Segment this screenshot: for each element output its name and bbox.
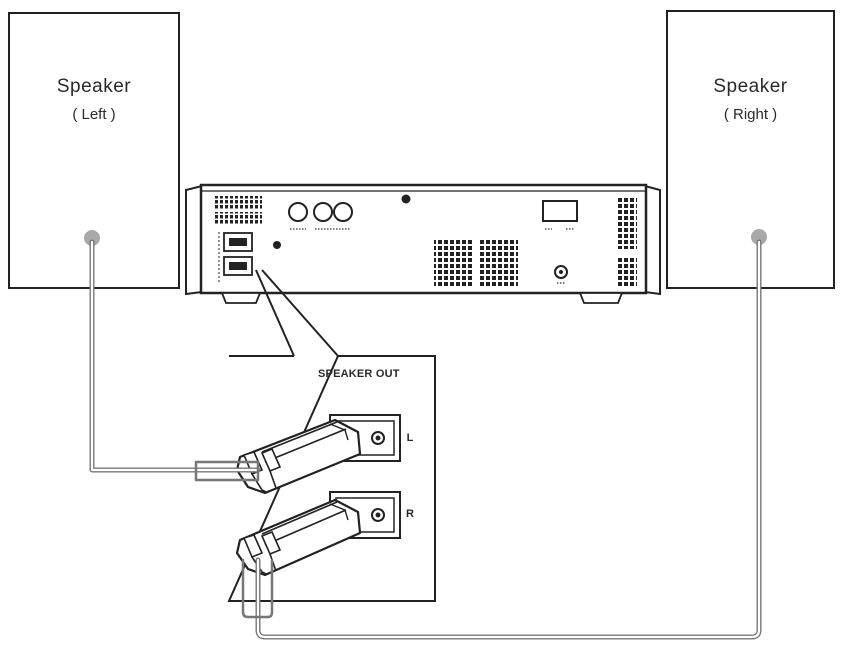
speaker-left-subtitle: ( Left ) bbox=[72, 106, 116, 123]
speaker-left-terminal bbox=[84, 230, 100, 246]
cable-right bbox=[241, 239, 762, 640]
vent-grille bbox=[617, 256, 637, 286]
speaker-right-title: Speaker bbox=[713, 76, 788, 97]
speaker-out-detail-panel bbox=[227, 355, 436, 602]
vent-grille bbox=[214, 196, 262, 210]
power-switch bbox=[542, 200, 578, 222]
vent-grille bbox=[478, 238, 518, 288]
speaker-left-title: Speaker bbox=[56, 76, 132, 97]
rca-jack-icon bbox=[313, 202, 333, 222]
speaker-right bbox=[666, 10, 835, 289]
zoom-callout bbox=[255, 269, 339, 357]
speaker-right-terminal bbox=[751, 229, 767, 245]
channel-label-l: L bbox=[406, 432, 414, 444]
plug-r bbox=[235, 498, 362, 577]
vent-grille bbox=[617, 197, 637, 249]
amplifier-unit bbox=[185, 183, 661, 304]
ground-screw-icon bbox=[273, 241, 281, 249]
speaker-right-subtitle: ( Right ) bbox=[723, 106, 778, 123]
speaker-out-title: SPEAKER OUT bbox=[318, 368, 400, 380]
channel-label-r: R bbox=[406, 508, 414, 520]
vent-grille bbox=[214, 212, 262, 224]
rca-jack-icon bbox=[333, 202, 353, 222]
cable-left bbox=[89, 239, 261, 482]
vent-grille bbox=[434, 238, 474, 288]
rca-jack-icon bbox=[288, 202, 308, 222]
screw-icon bbox=[401, 194, 411, 204]
